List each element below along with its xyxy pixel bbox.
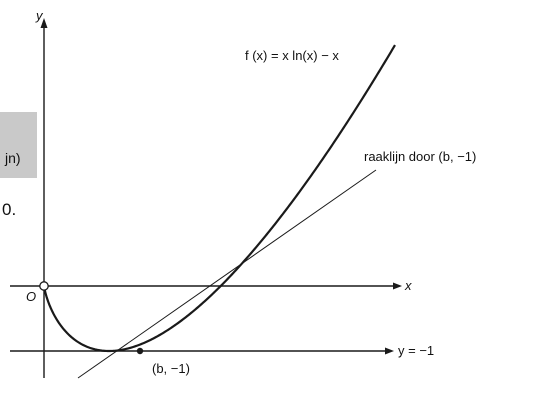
tangent-line xyxy=(77,169,377,379)
origin-label: O xyxy=(26,289,36,304)
horizontal-line-arrow-icon xyxy=(385,347,394,355)
x-axis-arrow-icon xyxy=(393,282,402,290)
horizontal-line-label: y = −1 xyxy=(398,343,434,358)
y-axis-arrow-icon xyxy=(40,18,48,28)
tangent-label: raaklijn door (b, −1) xyxy=(364,149,476,164)
function-curve xyxy=(42,44,396,353)
point-b-minus-1 xyxy=(136,347,144,355)
side-line-text: 0. xyxy=(2,200,16,219)
origin-open-circle xyxy=(39,281,49,291)
y-axis-label: y xyxy=(35,8,44,23)
function-label: f (x) = x ln(x) − x xyxy=(245,48,339,63)
x-axis-label: x xyxy=(404,278,412,293)
point-label: (b, −1) xyxy=(152,361,190,376)
side-tab-text: jn) xyxy=(4,150,21,166)
grey-side-tab xyxy=(0,112,37,178)
